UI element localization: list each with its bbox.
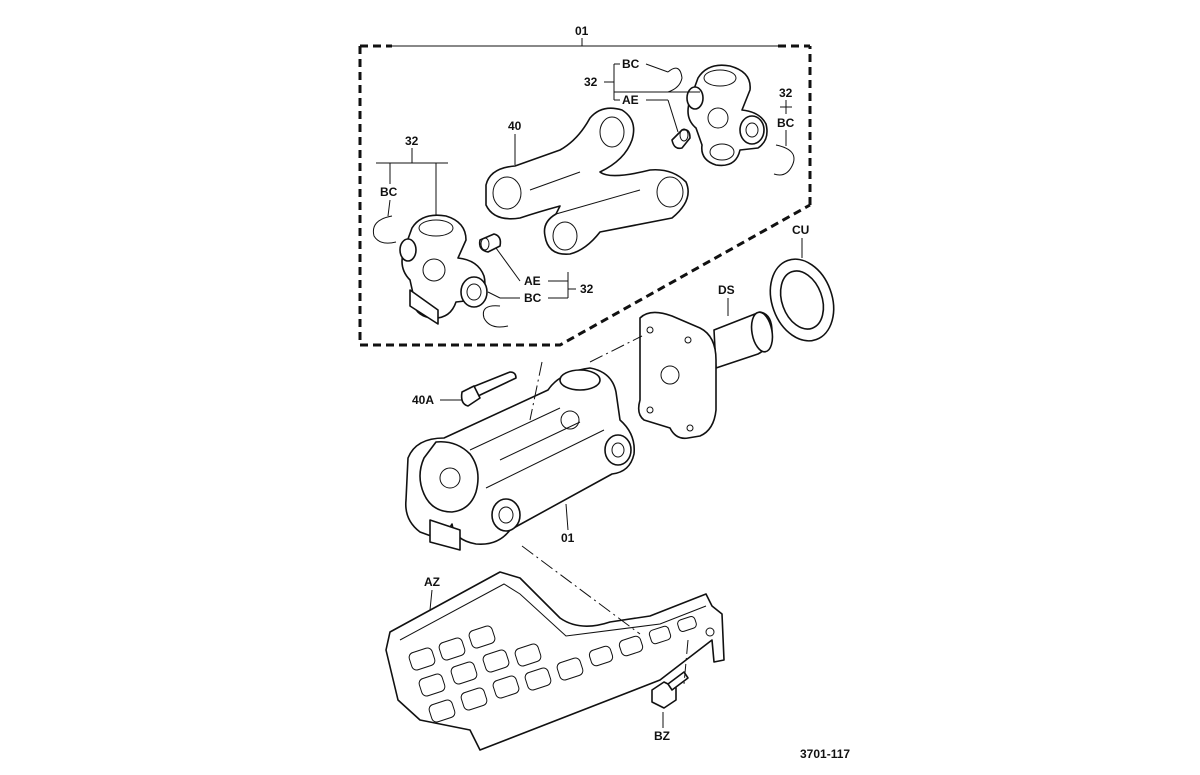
callout-guard-bolt: BZ bbox=[654, 729, 670, 743]
callout-kit-left: 32 bbox=[405, 134, 419, 148]
drive-shaft-part bbox=[637, 311, 774, 440]
circlip-right-side bbox=[773, 144, 795, 176]
callout-drive-shaft: DS bbox=[718, 283, 735, 297]
circlip-right-top bbox=[667, 67, 683, 93]
callout-labels: 01 40 32 BC AE 32 BC 32 BC AE BC 32 CU D… bbox=[380, 24, 850, 761]
grease-nipple-right bbox=[671, 128, 691, 150]
assembled-shaft-part bbox=[404, 367, 636, 551]
circlip-bottom bbox=[482, 305, 509, 328]
callout-kit-bottom: 32 bbox=[580, 282, 594, 296]
callout-yoke-link: 40 bbox=[508, 119, 522, 133]
guard-part bbox=[385, 571, 725, 751]
callout-seal-ring: CU bbox=[792, 223, 809, 237]
callout-bolt: 40A bbox=[412, 393, 434, 407]
guard-grid bbox=[408, 616, 697, 723]
callout-circlip-bottom: BC bbox=[524, 291, 542, 305]
callout-grease-nipple-right: AE bbox=[622, 93, 639, 107]
callout-assembly-bottom: 01 bbox=[561, 531, 575, 545]
callout-circlip-right-side: BC bbox=[777, 116, 795, 130]
callout-kit-right-side: 32 bbox=[779, 86, 793, 100]
leader-lines bbox=[376, 63, 803, 728]
assembly-kit-boundary bbox=[358, 38, 812, 347]
callout-assembly-top: 01 bbox=[575, 24, 589, 38]
right-universal-joint bbox=[686, 64, 768, 167]
guard-bolt-part bbox=[651, 671, 689, 709]
seal-ring-part bbox=[769, 258, 835, 342]
drawing-number: 3701-117 bbox=[800, 747, 850, 761]
yoke-link-part bbox=[485, 107, 689, 255]
callout-guard: AZ bbox=[424, 575, 440, 589]
callout-grease-nipple-left: AE bbox=[524, 274, 541, 288]
left-universal-joint bbox=[399, 214, 488, 325]
circlip-left bbox=[372, 215, 397, 244]
bolt-40a-part bbox=[460, 371, 517, 407]
callout-circlip-left: BC bbox=[380, 185, 398, 199]
grease-nipple-left bbox=[478, 233, 502, 253]
callout-circlip-right-top: BC bbox=[622, 57, 640, 71]
callout-kit-right-top: 32 bbox=[584, 75, 598, 89]
